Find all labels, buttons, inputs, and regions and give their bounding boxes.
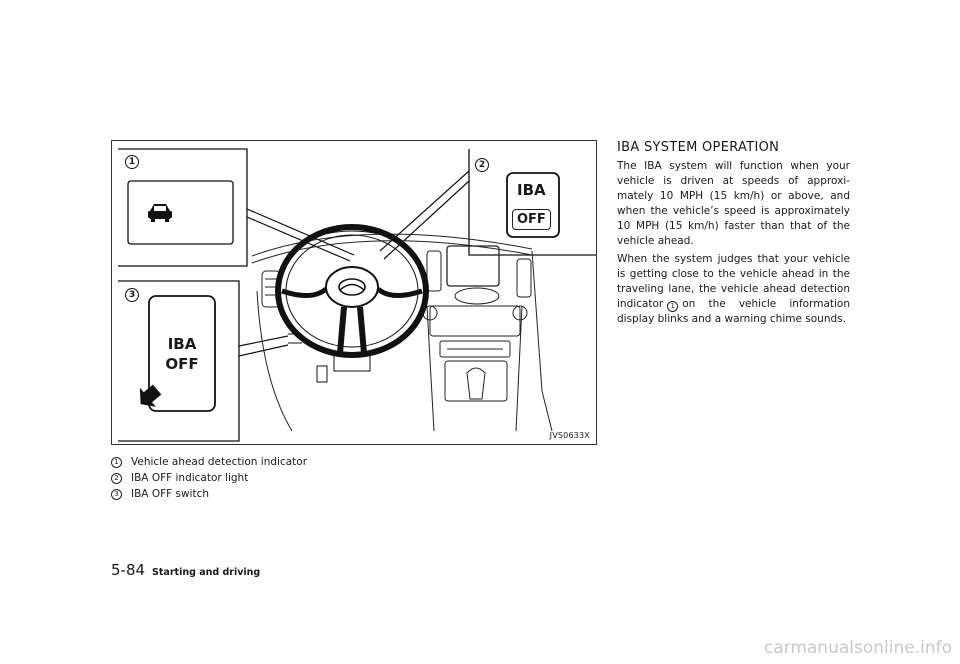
dashboard-figure: 1 2 3 IBA OFF IBA OFF JVS0633X <box>111 140 597 445</box>
caption-item: 2 IBA OFF indicator light <box>111 470 411 486</box>
inline-callout-1: 1 <box>667 301 679 312</box>
caption-text: Vehicle ahead detection indicator <box>131 456 308 468</box>
paragraph-1: The IBA system will function when your v… <box>617 160 850 247</box>
iba-off-switch-label: IBA OFF <box>164 334 200 374</box>
page-number: 5-84 <box>111 561 146 579</box>
arrow-icon <box>139 384 162 407</box>
caption-number: 2 <box>111 472 122 484</box>
section-column: IBA SYSTEM OPERATION The IBA system will… <box>617 140 850 330</box>
paragraph-2: When the system judges that your vehicle… <box>617 252 850 327</box>
iba-indicator-top: IBA <box>517 181 546 199</box>
car-icon <box>148 204 172 222</box>
paragraph-2-after: on the vehicle information display blink… <box>617 298 850 325</box>
iba-switch-line2: OFF <box>165 355 199 373</box>
steering-wheel-icon <box>275 224 429 383</box>
iba-indicator-off: OFF <box>512 209 551 230</box>
callout-2: 2 <box>475 158 489 172</box>
paragraph-2-before: When the system judges that your vehicle… <box>617 253 850 310</box>
figure-code: JVS0633X <box>549 431 590 440</box>
iba-switch-line1: IBA <box>167 335 197 353</box>
section-title: IBA SYSTEM OPERATION <box>617 140 780 155</box>
page-footer: 5-84 Starting and driving <box>111 561 260 579</box>
footer-section-name: Starting and driving <box>152 567 261 578</box>
caption-text: IBA OFF indicator light <box>131 472 249 484</box>
figure-captions: 1 Vehicle ahead detection indicator 2 IB… <box>111 454 411 502</box>
callout-3: 3 <box>125 288 139 302</box>
caption-item: 1 Vehicle ahead detection indicator <box>111 454 411 470</box>
caption-item: 3 IBA OFF switch <box>111 486 411 502</box>
caption-text: IBA OFF switch <box>131 488 210 500</box>
watermark: carmanualsonline.info <box>763 638 952 658</box>
caption-number: 1 <box>111 456 122 468</box>
callout-1: 1 <box>125 155 139 169</box>
caption-number: 3 <box>111 488 122 500</box>
dashboard-illustration <box>118 148 596 442</box>
